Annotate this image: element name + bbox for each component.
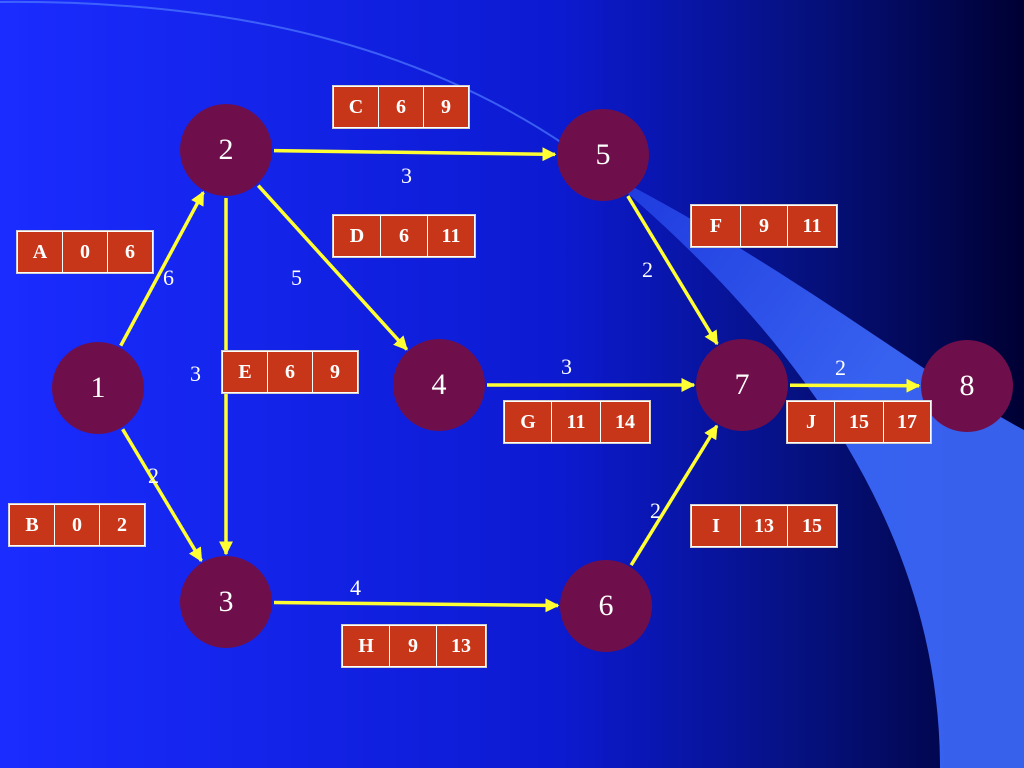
activity-finish: 11 [428,216,474,256]
activity-start: 9 [741,206,788,246]
activity-name: H [343,626,390,666]
edge-arrow-5-7 [626,195,719,346]
edge-arrow-1-3 [121,428,203,563]
edge-arrow-1-2 [119,191,205,347]
activity-name: F [692,206,741,246]
edge-label-2-5: 3 [401,163,412,188]
node-8: 8 [921,340,1013,432]
node-4: 4 [393,339,485,431]
activity-name: E [223,352,268,392]
node-2: 2 [180,104,272,196]
activity-box-c: C 6 9 [332,85,470,129]
edge-arrow-2-4 [256,184,409,351]
activity-finish: 2 [100,505,144,545]
activity-box-h: H 9 13 [341,624,487,668]
edge-arrow-3-6 [273,598,560,613]
edge-label-1-3: 2 [148,463,159,488]
edge-arrow-2-5 [273,147,557,162]
edge-label-2-4: 5 [291,265,302,290]
node-3: 3 [180,556,272,648]
activity-finish: 17 [884,402,930,442]
activity-box-f: F 9 11 [690,204,838,248]
activity-start: 6 [381,216,428,256]
activity-finish: 14 [601,402,649,442]
activity-name: I [692,506,741,546]
activity-finish: 9 [313,352,357,392]
activity-name: G [505,402,552,442]
activity-name: A [18,232,63,272]
activity-finish: 13 [437,626,485,666]
node-6: 6 [560,560,652,652]
activity-box-d: D 6 11 [332,214,476,258]
activity-start: 9 [390,626,437,666]
node-5: 5 [557,109,649,201]
edge-label-2-3: 3 [190,361,201,386]
activity-finish: 9 [424,87,468,127]
background-swoosh [600,170,1024,768]
activity-finish: 11 [788,206,836,246]
activity-box-a: A 0 6 [16,230,154,274]
activity-name: B [10,505,55,545]
activity-start: 6 [268,352,313,392]
activity-start: 0 [55,505,100,545]
activity-name: D [334,216,381,256]
edge-arrow-7-8 [789,378,921,393]
activity-finish: 6 [108,232,152,272]
edge-label-6-7: 2 [650,498,661,523]
activity-start: 0 [63,232,108,272]
edge-label-3-6: 4 [350,575,361,600]
activity-start: 11 [552,402,601,442]
activity-finish: 15 [788,506,836,546]
activity-box-e: E 6 9 [221,350,359,394]
activity-box-j: J 15 17 [786,400,932,444]
activity-box-i: I 13 15 [690,504,838,548]
edge-arrow-6-7 [629,424,719,567]
edge-label-7-8: 2 [835,355,846,380]
node-7: 7 [696,339,788,431]
edge-label-1-2: 6 [163,265,174,290]
node-1: 1 [52,342,144,434]
activity-start: 6 [379,87,424,127]
activity-box-b: B 0 2 [8,503,146,547]
activity-box-g: G 11 14 [503,400,651,444]
activity-start: 13 [741,506,788,546]
edge-label-5-7: 2 [642,257,653,282]
activity-name: C [334,87,379,127]
edge-label-4-7: 3 [561,354,572,379]
activity-name: J [788,402,835,442]
activity-start: 15 [835,402,884,442]
